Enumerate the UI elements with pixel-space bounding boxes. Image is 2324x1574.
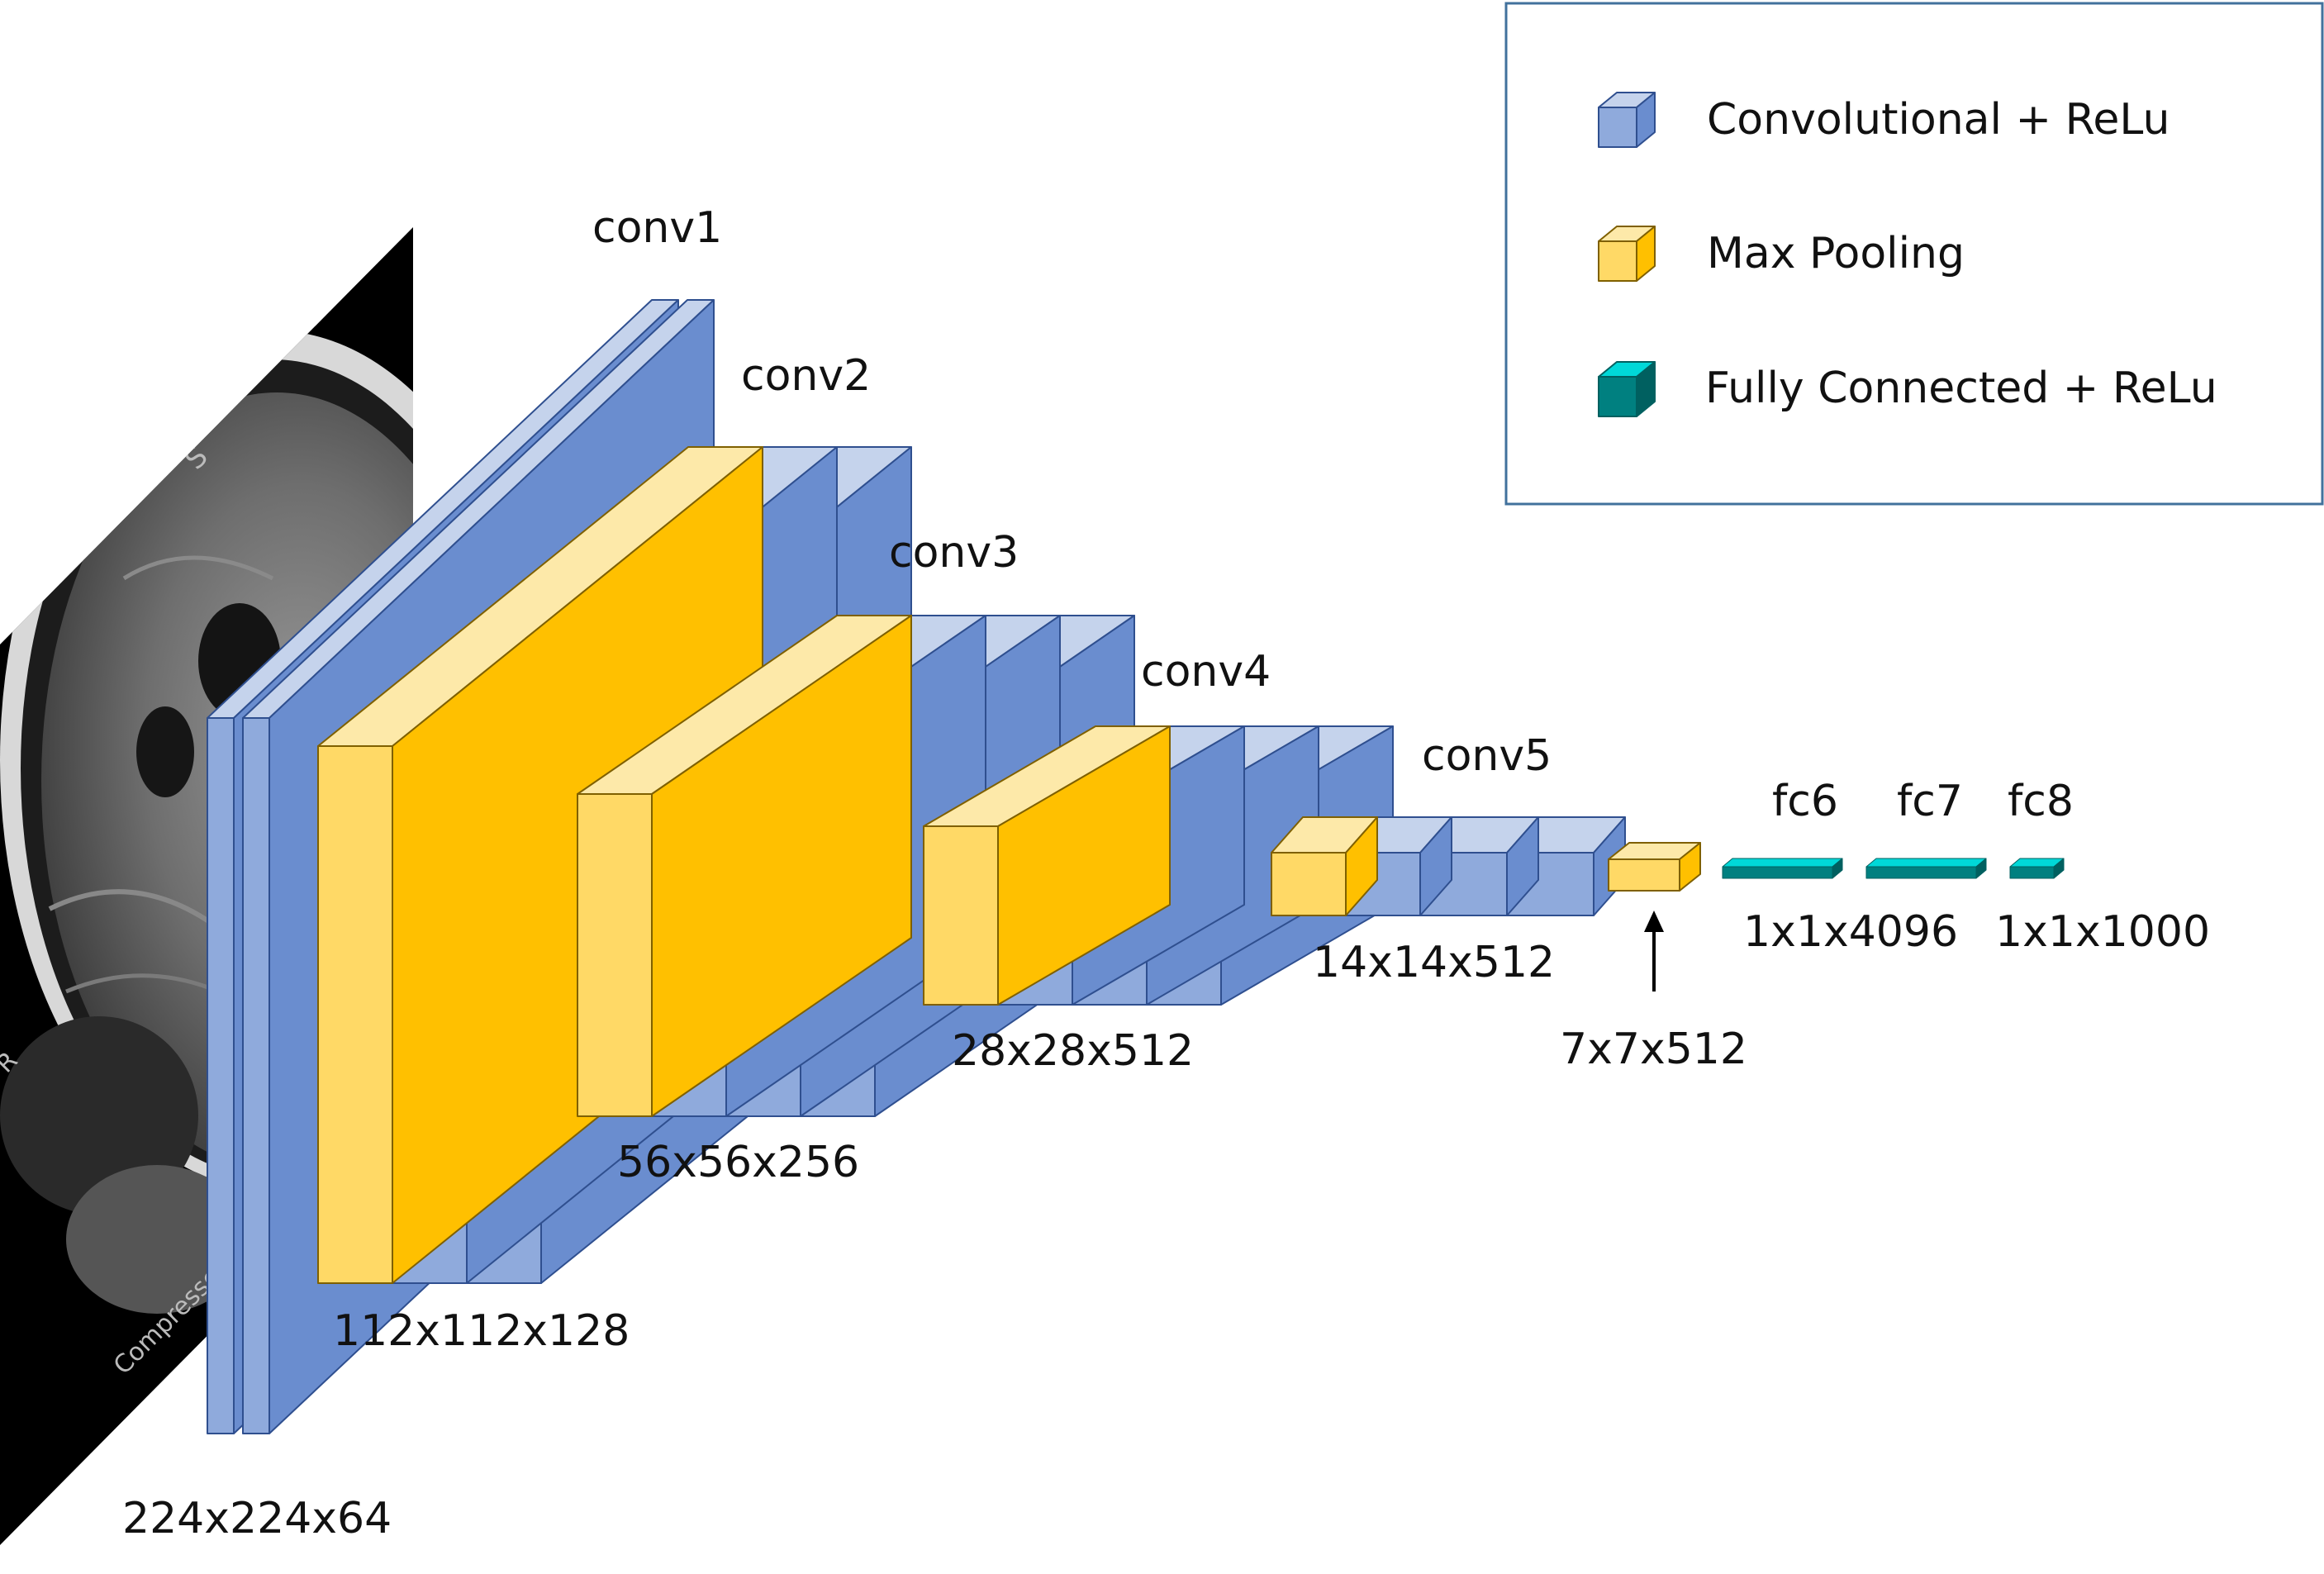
conv1-size-label: 224x224x64 [122,1494,392,1543]
fc-cube-icon [1598,361,1656,417]
pool5-size-label: 7x7x512 [1560,1025,1747,1074]
legend: Convolutional + ReLu Max Pooling Fully C… [1504,2,2324,506]
fc8-block [2009,858,2065,879]
layer-blocks [207,299,2065,1434]
legend-icons [1598,92,1656,417]
fc6-size-label: 1x1x4096 [1743,907,1958,957]
legend-fc-label: Fully Connected + ReLu [1705,364,2217,413]
conv-cube-icon [1598,92,1656,148]
conv4-label: conv4 [1141,647,1271,697]
stage-labels: conv1 conv2 conv3 conv4 conv5 fc6 fc7 fc… [122,203,2210,1543]
conv5-label: conv5 [1422,731,1552,781]
conv4-size-label: 28x28x512 [952,1026,1194,1076]
conv4-layer-1 [923,725,1171,1006]
conv3-layer-1 [577,615,912,1117]
fc6-label: fc6 [1772,777,1838,826]
fc7-label: fc7 [1897,777,1963,826]
fc6-block [1722,858,1843,879]
pool-cube-icon [1598,226,1656,282]
conv1-label: conv1 [592,203,722,253]
fc8-label: fc8 [2008,777,2074,826]
fc7-block [1865,858,1987,879]
pool5-arrow [1644,911,1664,991]
fc8-size-label: 1x1x1000 [1995,907,2210,957]
conv2-size-label: 112x112x128 [333,1306,630,1356]
legend-pool-label: Max Pooling [1707,229,1965,278]
pool5-block [1608,842,1701,892]
conv2-label: conv2 [741,351,871,401]
conv3-label: conv3 [889,528,1019,578]
conv3-size-label: 56x56x256 [617,1138,859,1187]
conv5-size-label: 14x14x512 [1313,938,1555,987]
conv5-layer-1 [1271,816,1378,916]
legend-conv-label: Convolutional + ReLu [1707,95,2170,145]
